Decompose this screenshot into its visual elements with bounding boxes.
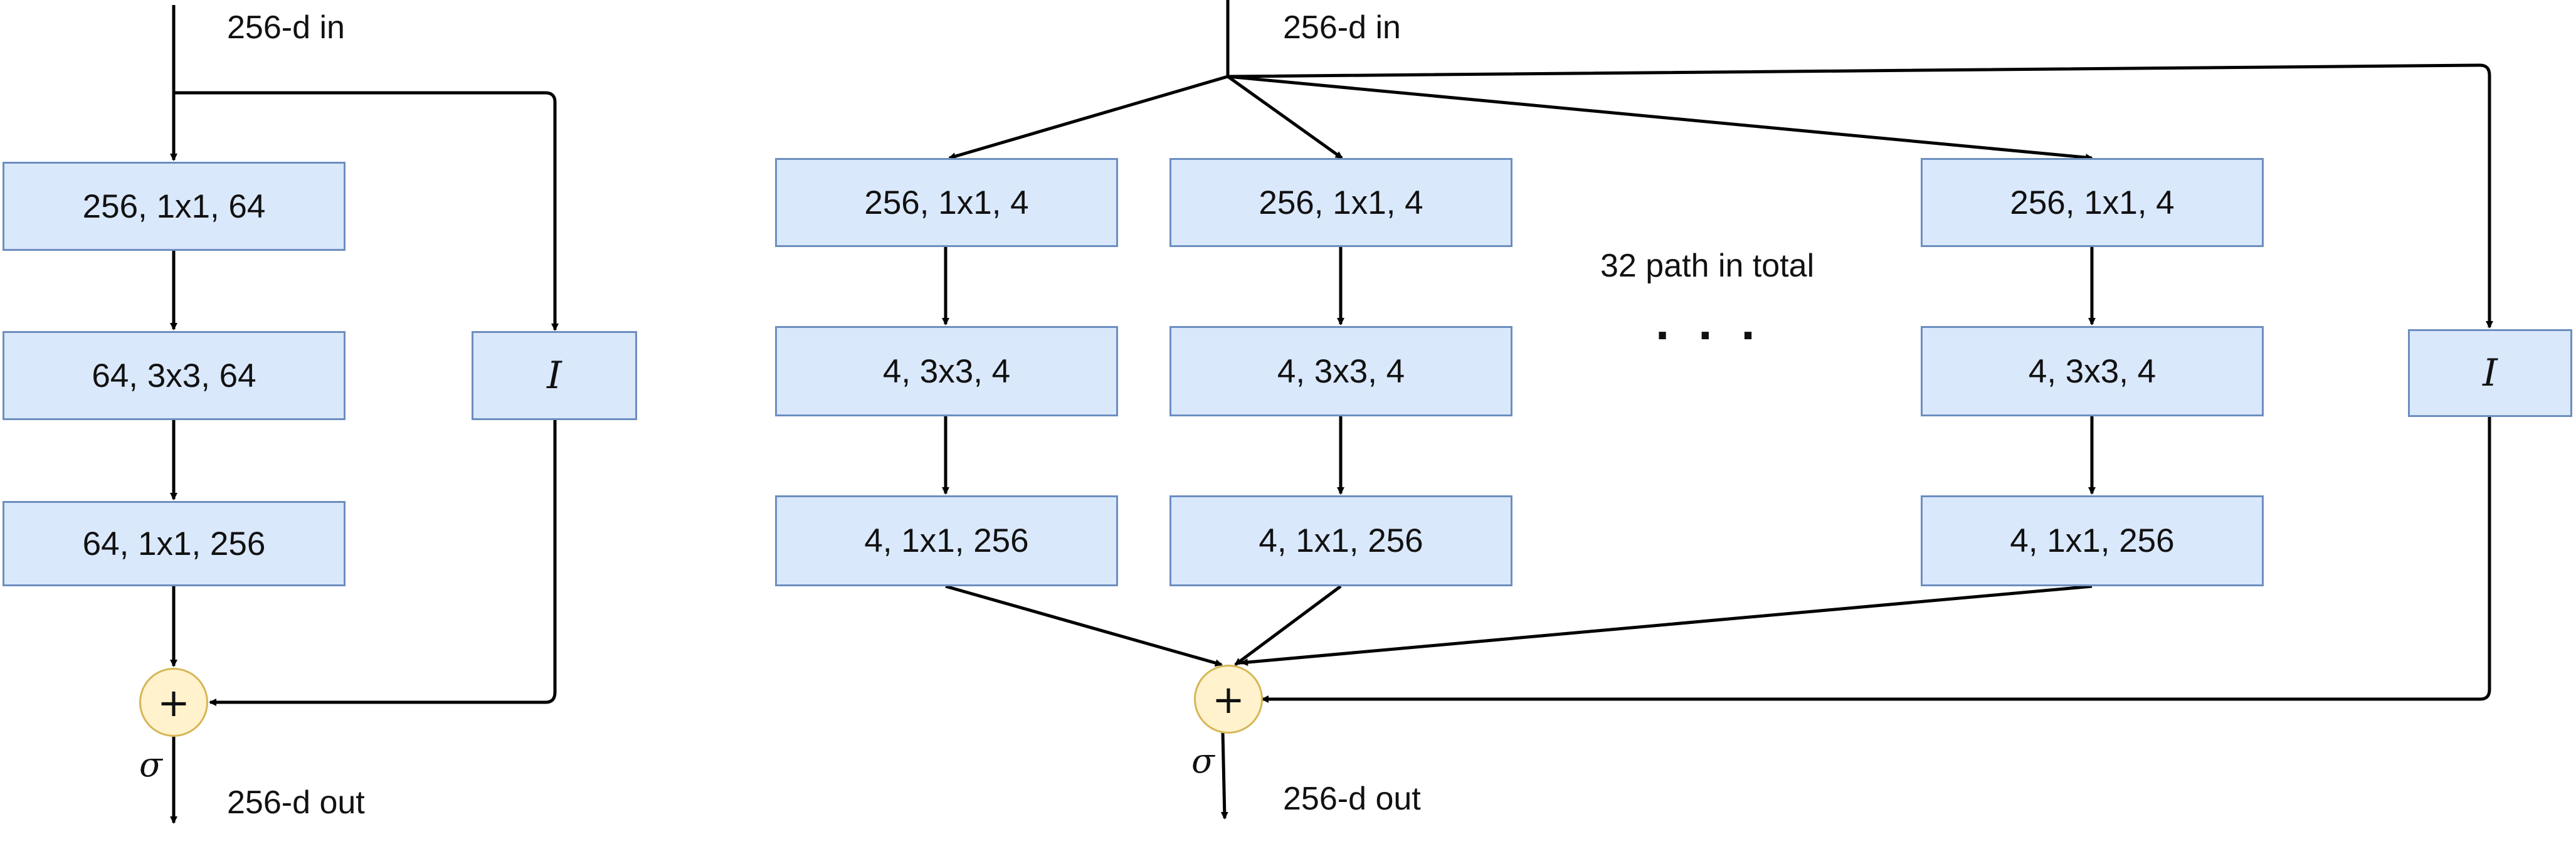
left-identity-box[interactable]: I bbox=[472, 331, 637, 420]
left-identity-to-sum bbox=[209, 420, 557, 706]
right-activation-symbol: σ bbox=[1191, 741, 1215, 781]
path3-layer-3[interactable]: 4, 1x1, 256 bbox=[1921, 495, 2264, 586]
right-split-to-path2 bbox=[1227, 75, 1343, 160]
left-input-label: 256-d in bbox=[227, 9, 345, 46]
right-split-to-path3 bbox=[1227, 75, 2093, 162]
path1-layer-2[interactable]: 4, 3x3, 4 bbox=[775, 326, 1118, 416]
left-output-label: 256-d out bbox=[227, 784, 365, 821]
left-shortcut-line bbox=[174, 91, 559, 331]
path1-layer-1[interactable]: 256, 1x1, 4 bbox=[775, 158, 1118, 247]
p2-to-sum bbox=[1234, 584, 1342, 667]
right-output-label: 256-d out bbox=[1283, 781, 1421, 817]
paths-note: 32 path in total bbox=[1600, 248, 1815, 284]
path2-layer-2[interactable]: 4, 3x3, 4 bbox=[1169, 326, 1512, 416]
right-sum-node[interactable]: + bbox=[1194, 665, 1263, 734]
path1-layer-3[interactable]: 4, 1x1, 256 bbox=[775, 495, 1118, 586]
right-split-to-path1 bbox=[948, 75, 1228, 160]
right-input-label: 256-d in bbox=[1283, 9, 1401, 46]
right-identity-box[interactable]: I bbox=[2408, 329, 2572, 417]
path2-layer-1[interactable]: 256, 1x1, 4 bbox=[1169, 158, 1512, 247]
left-layer-1[interactable]: 256, 1x1, 64 bbox=[3, 162, 346, 251]
path2-layer-3[interactable]: 4, 1x1, 256 bbox=[1169, 495, 1512, 586]
right-identity-to-sum bbox=[1261, 417, 2491, 703]
right-output-arrow bbox=[1220, 732, 1228, 820]
right-shortcut-line bbox=[1227, 63, 2493, 329]
path3-layer-2[interactable]: 4, 3x3, 4 bbox=[1921, 326, 2264, 416]
left-layer-3[interactable]: 64, 1x1, 256 bbox=[3, 501, 346, 586]
left-sum-node[interactable]: + bbox=[139, 668, 208, 737]
path3-layer-1[interactable]: 256, 1x1, 4 bbox=[1921, 158, 2264, 247]
left-activation-symbol: σ bbox=[139, 745, 162, 784]
path-ellipsis: ... bbox=[1655, 294, 1784, 350]
left-layer-2[interactable]: 64, 3x3, 64 bbox=[3, 331, 346, 420]
p1-to-sum bbox=[945, 584, 1223, 667]
p3-to-sum bbox=[1240, 584, 2093, 667]
